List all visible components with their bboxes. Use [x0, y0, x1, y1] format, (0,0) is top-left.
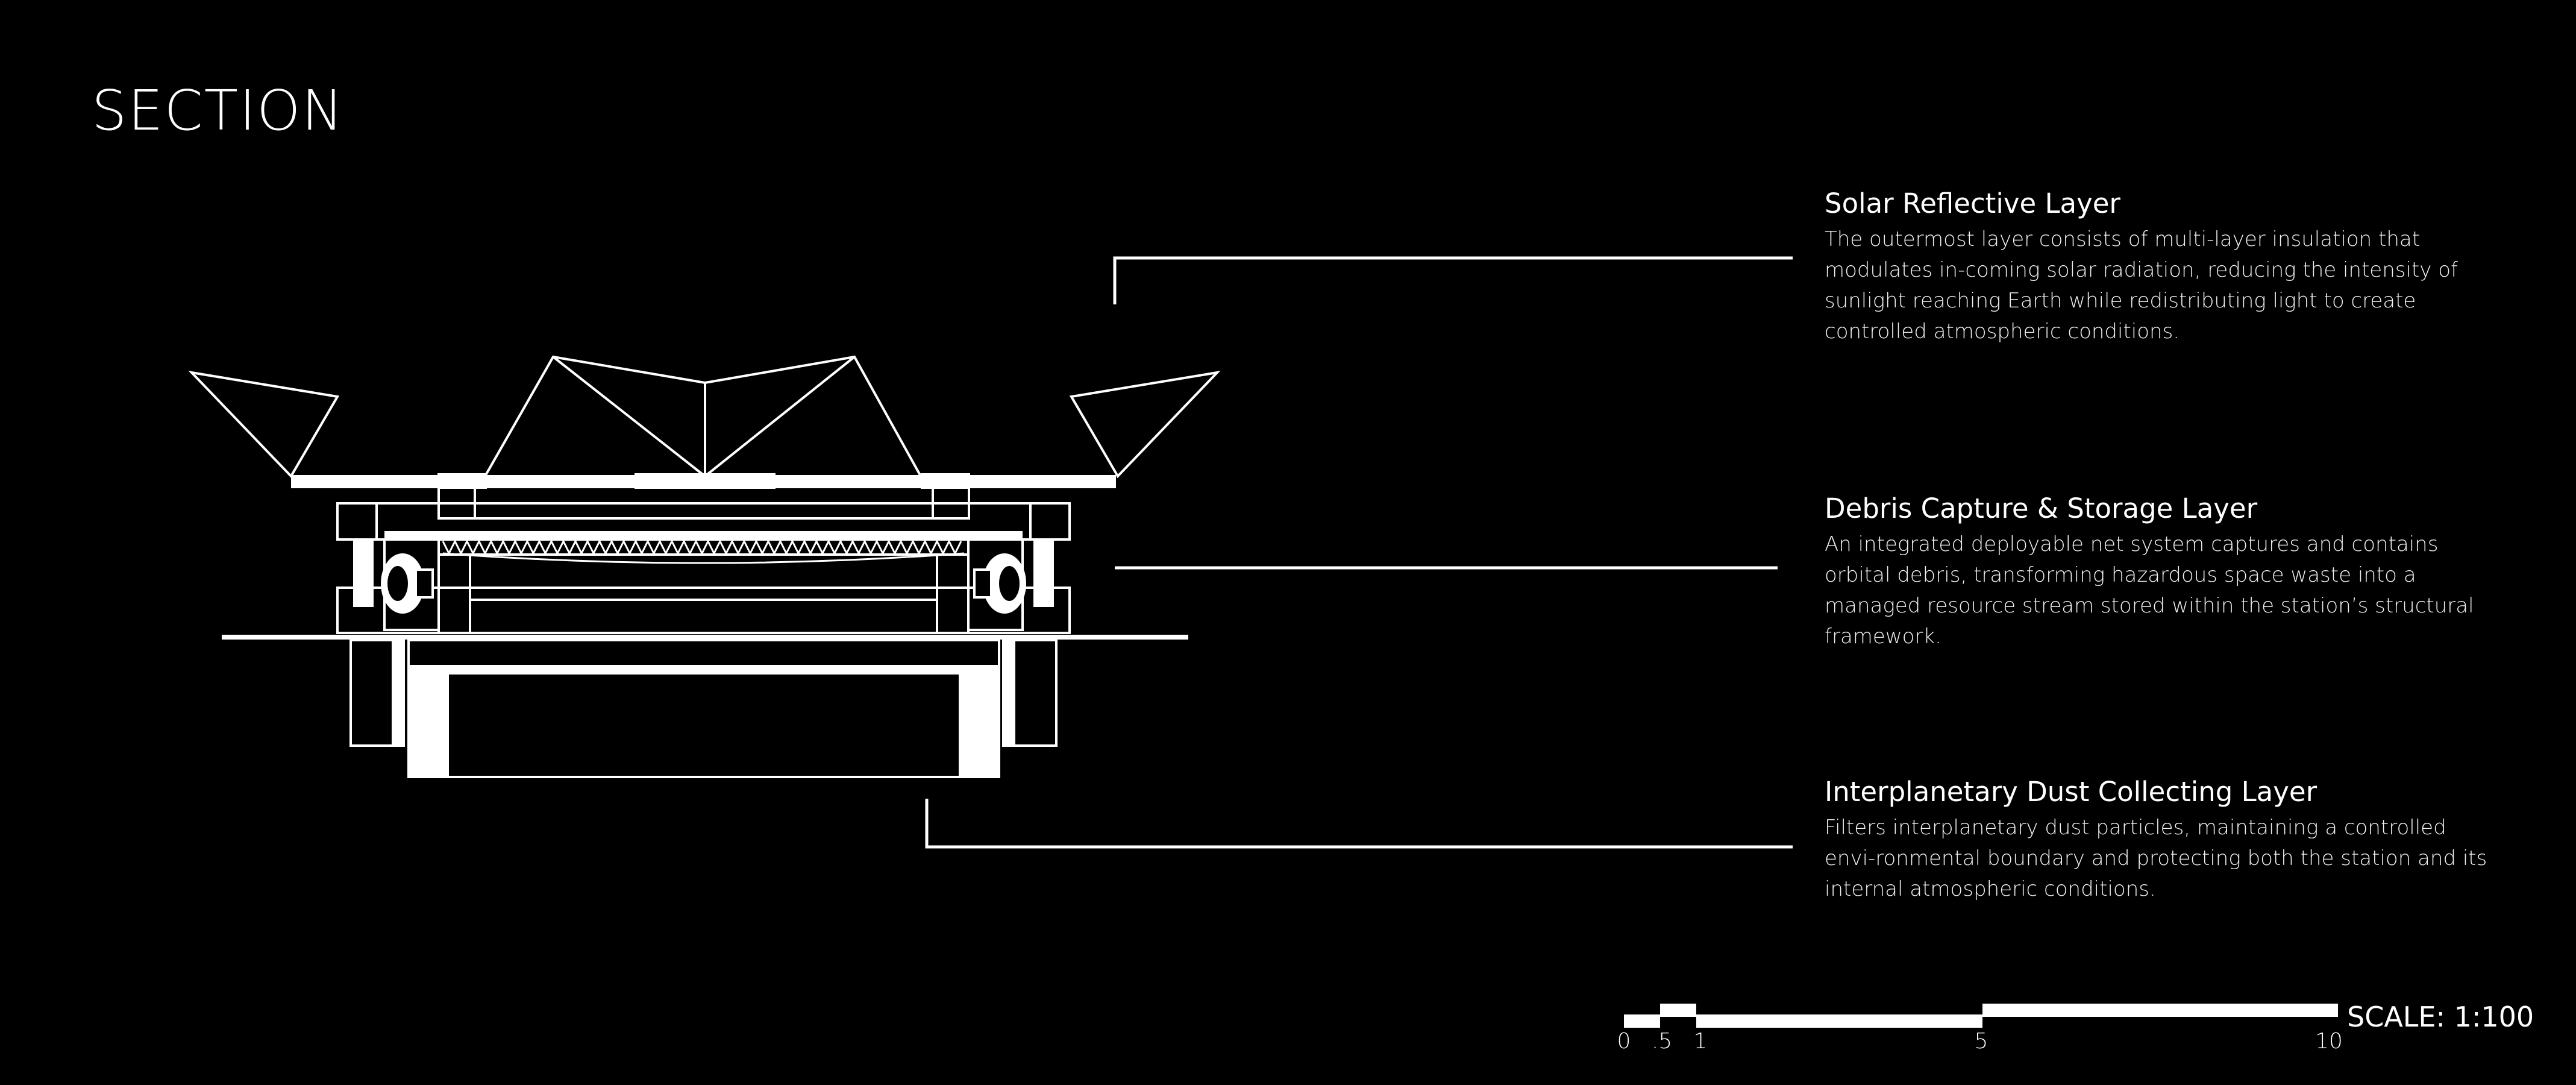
debris-storage-drum	[336, 553, 1071, 634]
leader-dust	[925, 799, 1793, 849]
scale-tick-half: .5	[1651, 1029, 1673, 1054]
annotation-body: An integrated deployable net system capt…	[1825, 532, 2474, 649]
annotation-heading: Interplanetary Dust Collecting Layer	[1825, 776, 2317, 808]
annotation-body: Filters interplanetary dust particles, m…	[1825, 815, 2487, 901]
scale-label: SCALE: 1:100	[2347, 1001, 2534, 1033]
annotation-body: The outermost layer consists of multi-la…	[1825, 227, 2458, 344]
annotation-solar-reflective-layer: Solar Reflective Layer The outermost lay…	[1825, 188, 2499, 347]
scale-tick-10: 10	[2315, 1029, 2343, 1054]
annotation-debris-capture-layer: Debris Capture & Storage Layer An integr…	[1825, 493, 2499, 652]
scale-tick-5: 5	[1974, 1029, 1988, 1054]
scale-tick-0: 0	[1617, 1029, 1631, 1054]
annotation-heading: Solar Reflective Layer	[1825, 187, 2120, 219]
dust-collector-body	[349, 639, 1058, 778]
top-deck	[291, 473, 1116, 520]
scale-tick-1: 1	[1693, 1029, 1708, 1054]
scale-bar	[1624, 1004, 2338, 1028]
annotation-dust-collecting-layer: Interplanetary Dust Collecting Layer Fil…	[1825, 776, 2499, 905]
annotation-heading: Debris Capture & Storage Layer	[1825, 492, 2258, 524]
leader-solar	[1113, 256, 1793, 304]
solar-panels	[188, 355, 1221, 479]
right-wheel	[973, 553, 1026, 614]
left-wheel	[381, 553, 434, 614]
page-title: SECTION	[92, 78, 345, 143]
debris-net-frame	[336, 502, 1071, 631]
leader-lines	[925, 256, 1793, 849]
